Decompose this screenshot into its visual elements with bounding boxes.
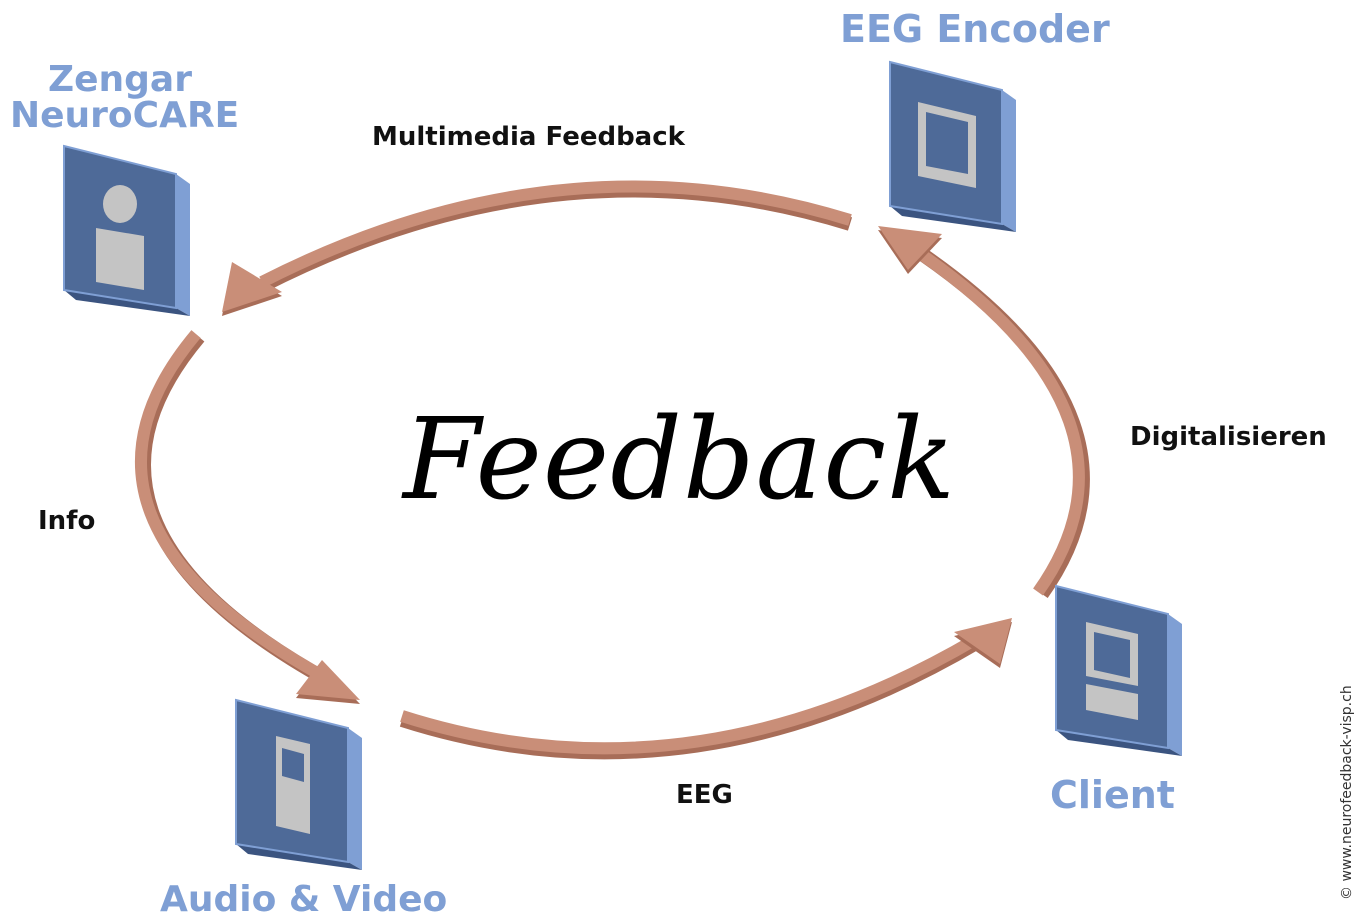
neurocare-tile (63, 144, 190, 316)
edge-label-info: Info (38, 506, 96, 536)
center-title: Feedback (403, 395, 956, 525)
edge-label-eeg: EEG (676, 780, 733, 810)
computer-icon (1086, 622, 1138, 720)
copyright-notice: © www.neurofeedback-visp.ch (1339, 685, 1355, 900)
client-title: Client (1050, 773, 1175, 817)
arrow-info (134, 330, 360, 704)
eeg-encoder-tile (889, 60, 1016, 232)
arrow-eeg (399, 618, 1012, 760)
neurocare-title: Zengar NeuroCARE (10, 59, 240, 136)
monitor-icon (918, 102, 976, 193)
edge-label-digitalisieren: Digitalisieren (1130, 422, 1327, 452)
eeg-encoder-title: EEG Encoder (840, 7, 1110, 51)
edge-label-multimedia-feedback: Multimedia Feedback (372, 122, 685, 152)
audio-video-tile (235, 698, 362, 870)
arrow-digitalisieren (878, 226, 1090, 599)
neurocare-title-line1: Zengar (48, 59, 192, 100)
client-tile (1055, 584, 1182, 756)
neurocare-title-line2: NeuroCARE (10, 95, 240, 136)
audio-video-title: Audio & Video (160, 879, 448, 920)
arrow-multimedia-feedback (222, 180, 853, 316)
person-icon (96, 185, 144, 290)
phone-icon (276, 736, 310, 834)
